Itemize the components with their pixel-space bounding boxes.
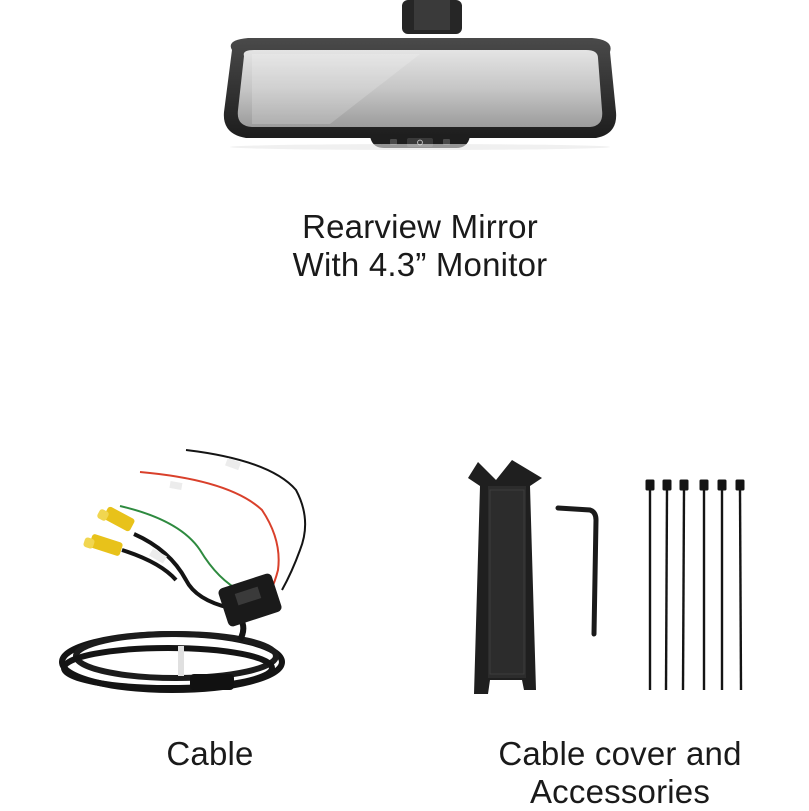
mirror-glass	[237, 50, 603, 127]
yellow-rca-plug-1	[97, 506, 135, 532]
black-wire	[185, 449, 307, 591]
cable-connector	[190, 674, 234, 690]
allen-key	[555, 505, 599, 637]
rearview-mirror-image	[223, 0, 617, 150]
cable-cover	[468, 460, 542, 694]
cable-harness-image	[59, 449, 307, 693]
cable-caption: Cable	[110, 735, 310, 773]
cable-caption-text: Cable	[166, 735, 254, 772]
yellow-rca-plug-2	[83, 534, 123, 556]
mirror-caption-line1: Rearview Mirror	[302, 208, 538, 245]
green-wire	[119, 505, 243, 593]
cable-ties	[645, 479, 745, 691]
accessories-caption-line2: Accessories	[529, 773, 711, 810]
mirror-caption: Rearview Mirror With 4.3” Monitor	[200, 208, 640, 284]
mirror-caption-line2: With 4.3” Monitor	[292, 246, 548, 283]
accessories-image	[468, 460, 745, 694]
red-wire	[139, 471, 280, 593]
accessories-caption-line1: Cable cover and	[498, 735, 742, 772]
accessories-caption: Cable cover and Accessories	[465, 735, 775, 811]
